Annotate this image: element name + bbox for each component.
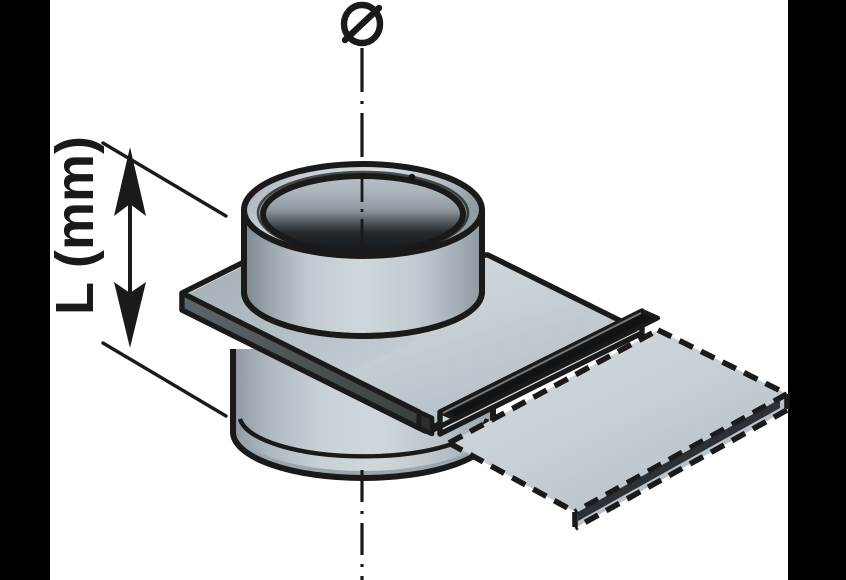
length-dimension-arrow: [114, 147, 146, 348]
length-label: L (mm): [45, 136, 105, 315]
extension-tray: [447, 327, 790, 531]
leader-line-upper: [101, 141, 228, 218]
upper-spigot-cylinder: [241, 161, 485, 339]
raised-lip: [431, 308, 661, 437]
leader-line-lower: [101, 341, 228, 418]
reference-dot: [408, 173, 416, 181]
dimension-leader-lines: [101, 141, 228, 418]
arrowhead-up: [114, 147, 146, 216]
right-mask-bar: [788, 0, 846, 580]
length-label-group: L (mm): [45, 136, 105, 315]
arrowhead-down: [114, 282, 146, 348]
left-mask-bar: [0, 0, 50, 580]
diameter-symbol: [340, 1, 384, 47]
